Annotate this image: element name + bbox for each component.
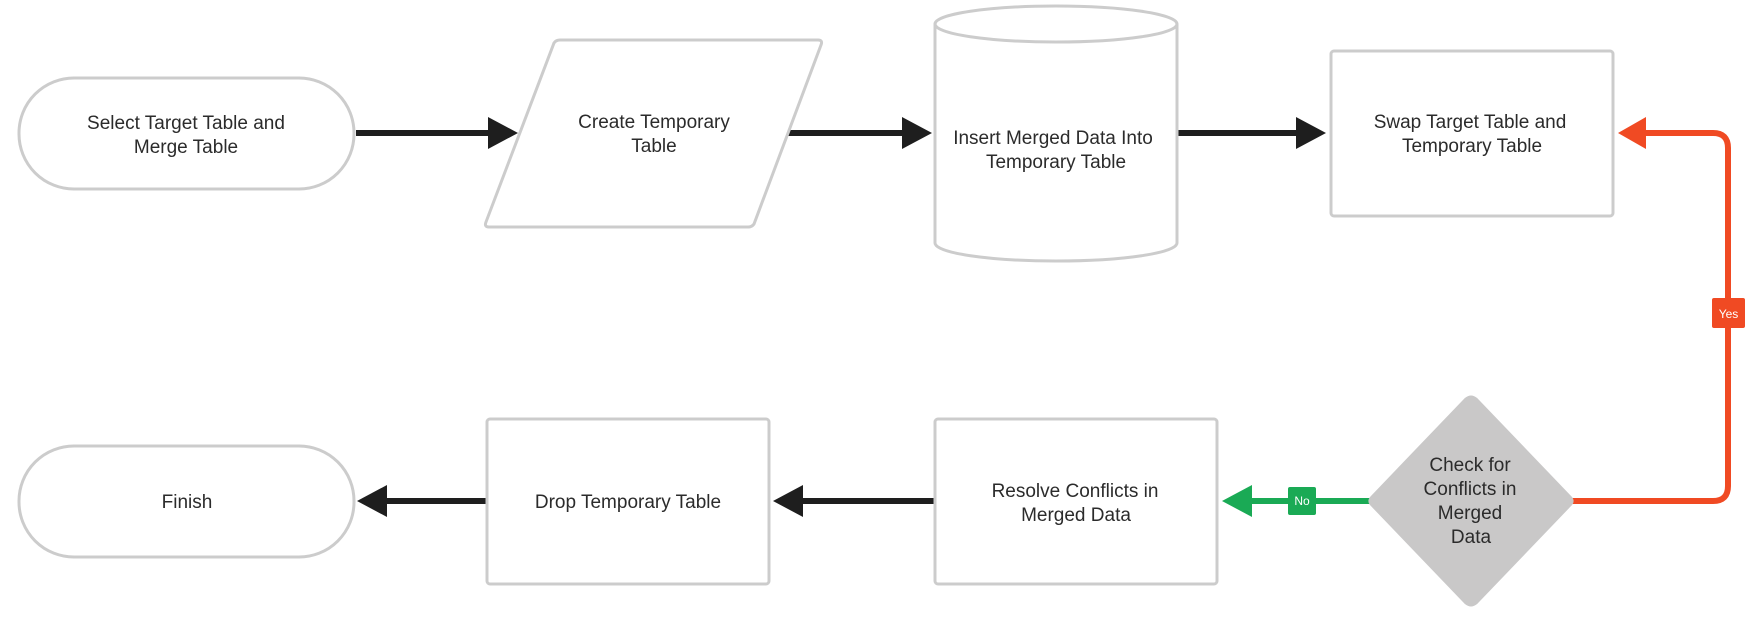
node-check-conflicts-decision: Check for Conflicts in Merged Data bbox=[1368, 395, 1574, 607]
node-label-line: Merge Table bbox=[134, 137, 238, 158]
node-finish: Finish bbox=[17, 444, 356, 559]
arrowhead-icon bbox=[357, 485, 387, 517]
node-drop-temporary-table: Drop Temporary Table bbox=[485, 417, 771, 586]
node-insert-merged-data: Insert Merged Data Into Temporary Table bbox=[933, 4, 1179, 263]
node-label-line: Swap Target Table and bbox=[1374, 112, 1567, 133]
edge-check-no-to-resolve: No bbox=[1222, 485, 1370, 517]
edge-drop-to-finish bbox=[357, 485, 487, 517]
yes-badge bbox=[1712, 298, 1745, 328]
node-label-line: Temporary Table bbox=[1402, 136, 1542, 157]
arrowhead-icon bbox=[1618, 117, 1646, 149]
arrowhead-icon bbox=[1222, 485, 1252, 517]
node-label-line: Merged Data bbox=[1021, 505, 1131, 526]
no-label: No bbox=[1294, 494, 1310, 508]
edge-create-to-insert bbox=[787, 117, 932, 149]
arrowhead-icon bbox=[902, 117, 932, 149]
node-label-line: Drop Temporary Table bbox=[535, 492, 721, 513]
node-label-line: Conflicts in bbox=[1424, 479, 1517, 500]
node-create-temporary-table: Create Temporary Table bbox=[483, 38, 824, 229]
node-label-line: Data bbox=[1451, 527, 1492, 548]
edge-resolve-to-drop bbox=[773, 485, 935, 517]
node-label-line: Create Temporary bbox=[578, 112, 730, 133]
node-resolve-conflicts: Resolve Conflicts in Merged Data bbox=[933, 417, 1219, 586]
node-label-line: Check for bbox=[1429, 455, 1511, 476]
node-label-line: Merged bbox=[1438, 503, 1502, 524]
arrowhead-icon bbox=[1296, 117, 1326, 149]
node-label-line: Resolve Conflicts in bbox=[992, 481, 1159, 502]
node-swap-target-table: Swap Target Table and Temporary Table bbox=[1329, 49, 1615, 218]
arrowhead-icon bbox=[488, 117, 518, 149]
database-icon bbox=[933, 4, 1179, 44]
node-label-line: Insert Merged Data Into bbox=[953, 128, 1153, 149]
edge-check-yes-to-swap: Yes bbox=[1572, 117, 1745, 504]
node-label-line: Select Target Table and bbox=[87, 113, 285, 134]
no-badge bbox=[1288, 487, 1316, 515]
node-label-line: Finish bbox=[162, 492, 213, 513]
edge-start-to-create bbox=[356, 117, 518, 149]
node-select-target-table: Select Target Table and Merge Table bbox=[17, 76, 356, 191]
node-label-line: Table bbox=[631, 136, 676, 157]
edge-insert-to-swap bbox=[1178, 117, 1326, 149]
yes-label: Yes bbox=[1719, 307, 1739, 321]
arrowhead-icon bbox=[773, 485, 803, 517]
node-label-line: Temporary Table bbox=[986, 152, 1126, 173]
